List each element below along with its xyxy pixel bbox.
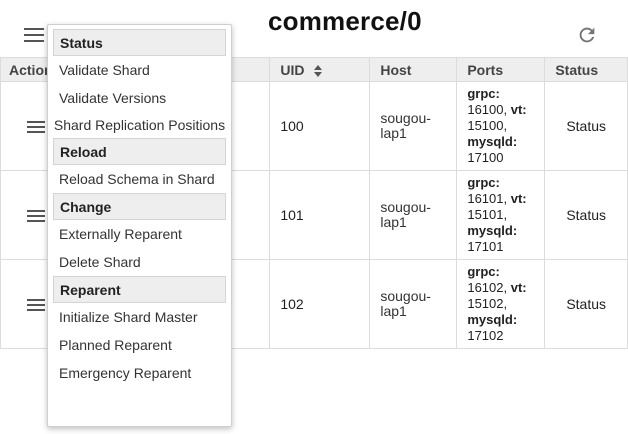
hamburger-icon[interactable] <box>26 210 45 223</box>
hamburger-icon[interactable] <box>26 121 45 134</box>
status-cell[interactable]: Status <box>544 259 628 349</box>
mysqld-label: mysqld: <box>467 134 518 149</box>
sort-icon[interactable] <box>314 64 323 77</box>
column-header-uid[interactable]: UID <box>269 57 371 82</box>
status-cell[interactable]: Status <box>544 81 628 171</box>
vt-value: 15101, <box>467 207 508 222</box>
vt-label: vt: <box>510 191 527 206</box>
menu-item-delete-shard[interactable]: Delete Shard <box>59 254 141 270</box>
uid-cell: 101 <box>269 170 371 260</box>
grpc-label: grpc: <box>467 86 500 101</box>
menu-item-planned-reparent[interactable]: Planned Reparent <box>59 337 172 353</box>
hamburger-icon[interactable] <box>26 299 45 312</box>
uid-cell: 100 <box>269 81 371 171</box>
column-header-uid-label: UID <box>280 61 305 78</box>
menu-group-header-status: Status <box>53 29 226 56</box>
menu-group-header-reparent: Reparent <box>53 276 226 303</box>
mysqld-value: 17101 <box>467 239 504 254</box>
vt-label: vt: <box>510 280 527 295</box>
menu-group-header-change: Change <box>53 193 226 220</box>
mysqld-label: mysqld: <box>467 312 518 327</box>
mysqld-value: 17102 <box>467 328 504 343</box>
uid-cell: 102 <box>269 259 371 349</box>
grpc-value: 16100, <box>467 102 508 117</box>
refresh-icon[interactable] <box>576 24 598 46</box>
column-header-host: Host <box>369 57 458 82</box>
page-title: commerce/0 <box>268 6 422 36</box>
menu-item-validate-shard[interactable]: Validate Shard <box>59 62 150 78</box>
menu-item-emergency-reparent[interactable]: Emergency Reparent <box>59 365 192 381</box>
menu-item-externally-reparent[interactable]: Externally Reparent <box>59 226 182 242</box>
grpc-label: grpc: <box>467 264 500 279</box>
menu-item-initialize-shard-master[interactable]: Initialize Shard Master <box>59 309 198 325</box>
column-header-ports: Ports <box>456 57 546 82</box>
vt-value: 15102, <box>467 296 508 311</box>
ports-cell: grpc: 16100, vt: 15100, mysqld: 17100 <box>456 81 546 171</box>
host-cell: sougou-lap1 <box>369 259 458 349</box>
ports-cell: grpc: 16101, vt: 15101, mysqld: 17101 <box>456 170 546 260</box>
host-cell: sougou-lap1 <box>369 170 458 260</box>
grpc-label: grpc: <box>467 175 500 190</box>
vt-value: 15100, <box>467 118 508 133</box>
ports-cell: grpc: 16102, vt: 15102, mysqld: 17102 <box>456 259 546 349</box>
menu-item-reload-schema[interactable]: Reload Schema in Shard <box>59 171 215 187</box>
vt-label: vt: <box>510 102 527 117</box>
host-cell: sougou-lap1 <box>369 81 458 171</box>
table-row: 101 sougou-lap1 grpc: 16101, vt: 15101, … <box>0 170 628 260</box>
mysqld-label: mysqld: <box>467 223 518 238</box>
grpc-value: 16102, <box>467 280 508 295</box>
grpc-value: 16101, <box>467 191 508 206</box>
shard-actions-menu: Status Validate Shard Validate Versions … <box>47 24 232 427</box>
column-header-status: Status <box>544 57 628 82</box>
menu-item-validate-versions[interactable]: Validate Versions <box>59 90 167 106</box>
menu-item-shard-replication-positions[interactable]: Shard Replication Positions <box>53 117 226 133</box>
status-cell[interactable]: Status <box>544 170 628 260</box>
menu-group-header-reload: Reload <box>53 138 226 165</box>
mysqld-value: 17100 <box>467 150 504 165</box>
hamburger-icon[interactable] <box>24 28 44 44</box>
